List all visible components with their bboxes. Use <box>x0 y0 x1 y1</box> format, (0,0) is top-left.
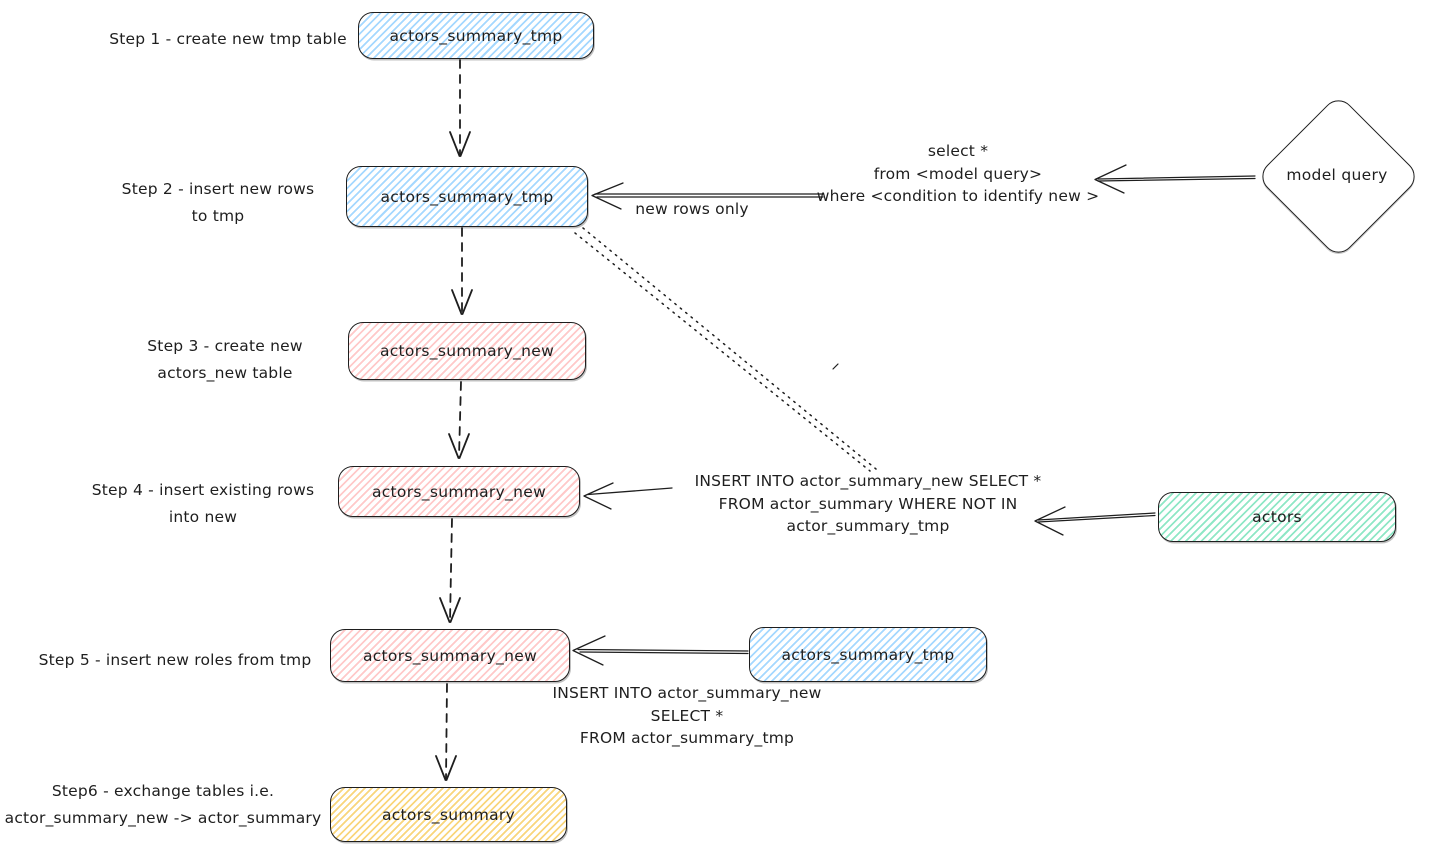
insert-not-in-line: INSERT INTO actor_summary_new SELECT * <box>694 472 1042 490</box>
dashed-arrow-step3-step4 <box>458 381 462 458</box>
model-query-label: model query <box>1286 166 1388 184</box>
arrowhead-tmp5-to-new5 <box>572 635 606 666</box>
node-actors-summary-step6: actors_summary <box>330 787 567 842</box>
arrow-query-to-tmp2 <box>594 193 824 198</box>
step-3-label-line: Step 3 - create new <box>147 337 303 355</box>
arrowhead-step4-step5 <box>439 597 461 623</box>
step-2-label: Step 2 - insert new rows to tmp <box>122 176 315 230</box>
node-label: actors_summary_tmp <box>781 645 955 664</box>
step-4-label-line: Step 4 - insert existing rows <box>91 481 315 499</box>
step-1-label-line: Step 1 - create new tmp table <box>109 30 347 48</box>
step-6-label-line: actor_summary_new -> actor_summary <box>4 809 322 827</box>
arrow-insert-to-new4 <box>587 487 673 496</box>
step-5-label-line: Step 5 - insert new roles from tmp <box>38 651 312 669</box>
insert-not-in-line: actor_summary_tmp <box>786 517 950 535</box>
arrowhead-step1-step2 <box>449 131 471 157</box>
node-actors-summary-tmp-source: actors_summary_tmp <box>749 627 987 682</box>
insert-not-in-line: FROM actor_summary WHERE NOT IN <box>718 494 1018 513</box>
node-label: actors_summary_tmp <box>389 26 563 45</box>
arrowhead-step5-step6 <box>435 755 457 781</box>
step-4-label: Step 4 - insert existing rows into new <box>92 477 315 531</box>
select-query-line: where <condition to identify new > <box>816 187 1100 205</box>
arrowhead-insert-to-new4 <box>583 482 614 510</box>
node-actors-summary-new-step3: actors_summary_new <box>348 322 586 380</box>
dashed-arrow-step5-step6 <box>445 683 448 780</box>
annotation-insert-not-in: INSERT INTO actor_summary_new SELECT * F… <box>695 470 1042 538</box>
node-actors-summary-tmp-step2: actors_summary_tmp <box>346 166 588 227</box>
arrow-actors-to-insert <box>1037 512 1156 523</box>
step-1-label: Step 1 - create new tmp table <box>109 26 347 53</box>
step-3-label-line: actors_new table <box>157 364 293 382</box>
node-actors: actors <box>1158 492 1396 542</box>
step-4-label-line: into new <box>168 508 238 526</box>
node-label: actors_summary_new <box>362 646 538 665</box>
dotted-link-tmp2-to-insert <box>582 227 877 470</box>
step-3-label: Step 3 - create new actors_new table <box>147 333 303 387</box>
node-label: actors_summary_new <box>371 482 547 501</box>
node-label: actors_summary <box>381 805 516 824</box>
node-actors-summary-new-step5: actors_summary_new <box>330 629 570 682</box>
dashed-arrow-step4-step5 <box>449 518 453 622</box>
node-label: actors_summary_new <box>379 342 555 360</box>
arrow-model-query-to-select <box>1097 175 1256 182</box>
step-6-label-line: Step6 - exchange tables i.e. <box>51 782 275 800</box>
stray-mark <box>832 363 839 370</box>
node-label: actors <box>1252 508 1302 526</box>
arrow-tmp5-to-new5 <box>577 648 749 655</box>
arrowhead-step2-step3 <box>451 289 473 315</box>
select-query-line: from <model query> <box>873 164 1043 183</box>
insert-from-tmp-line: INSERT INTO actor_summary_new <box>552 684 822 702</box>
node-label: actors_summary_tmp <box>380 187 554 206</box>
annotation-select-query: select * from <model query> where <condi… <box>817 140 1100 208</box>
node-actors-summary-new-step4: actors_summary_new <box>338 466 580 517</box>
select-query-line: select * <box>927 142 989 160</box>
insert-from-tmp-line: FROM actor_summary_tmp <box>579 729 795 747</box>
new-rows-only-line: new rows only <box>635 200 749 218</box>
annotation-insert-from-tmp: INSERT INTO actor_summary_new SELECT * F… <box>552 682 821 750</box>
dotted-link-tmp2-to-insert-2 <box>574 232 871 472</box>
annotation-new-rows-only: new rows only <box>635 198 749 221</box>
arrowhead-model-query-to-select <box>1094 164 1127 194</box>
step-2-label-line: to tmp <box>191 207 245 225</box>
step-5-label: Step 5 - insert new roles from tmp <box>39 647 312 674</box>
arrowhead-actors-to-insert <box>1034 506 1066 536</box>
node-actors-summary-tmp-step1: actors_summary_tmp <box>358 12 594 59</box>
arrowhead-step3-step4 <box>448 433 470 459</box>
insert-from-tmp-line: SELECT * <box>650 706 724 725</box>
arrowhead-query-to-tmp2 <box>591 182 624 210</box>
step-2-label-line: Step 2 - insert new rows <box>121 180 315 198</box>
step-6-label: Step6 - exchange tables i.e. actor_summa… <box>5 778 322 832</box>
